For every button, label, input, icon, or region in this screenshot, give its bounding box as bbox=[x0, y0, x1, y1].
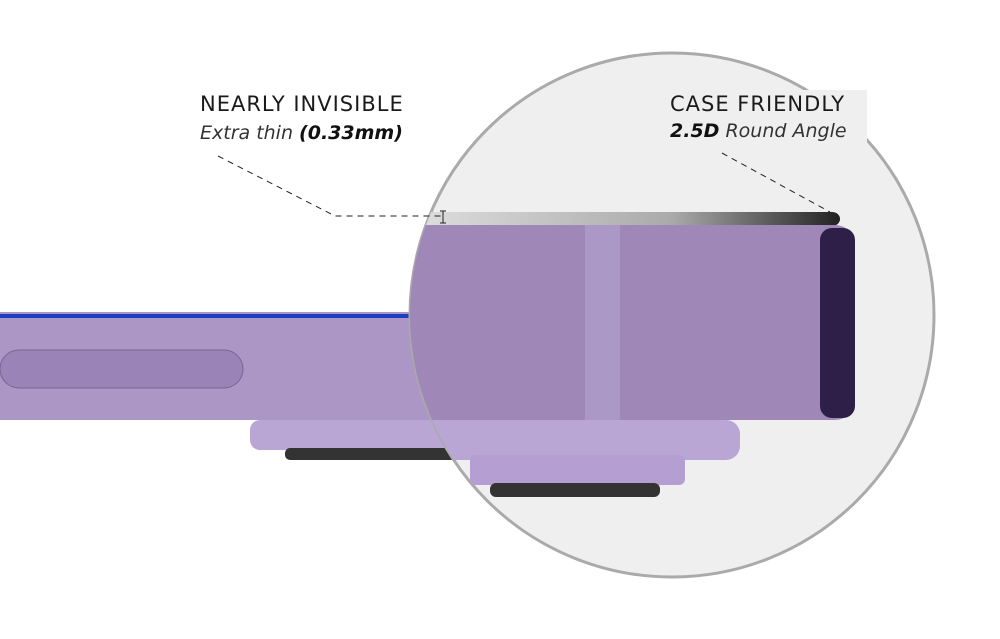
callout-title: CASE FRIENDLY bbox=[670, 92, 846, 116]
callout-title: NEARLY INVISIBLE bbox=[200, 92, 404, 116]
sub-text: Round Angle bbox=[719, 120, 847, 142]
callout-subtitle: 2.5D Round Angle bbox=[670, 120, 847, 142]
callout-nearly-invisible: NEARLY INVISIBLE Extra thin (0.33mm) bbox=[200, 92, 404, 144]
callout-subtitle: Extra thin (0.33mm) bbox=[200, 122, 404, 144]
sub-text: Extra thin bbox=[200, 122, 300, 144]
thickness-value: (0.33mm) bbox=[299, 122, 403, 144]
thickness-marker bbox=[440, 210, 446, 224]
zoomed-camera-edge bbox=[410, 212, 855, 497]
callout-case-friendly: CASE FRIENDLY 2.5D Round Angle bbox=[668, 90, 867, 146]
thin-leader-line bbox=[217, 155, 443, 217]
edge-type: 2.5D bbox=[670, 120, 720, 142]
angle-leader-line bbox=[721, 152, 831, 213]
